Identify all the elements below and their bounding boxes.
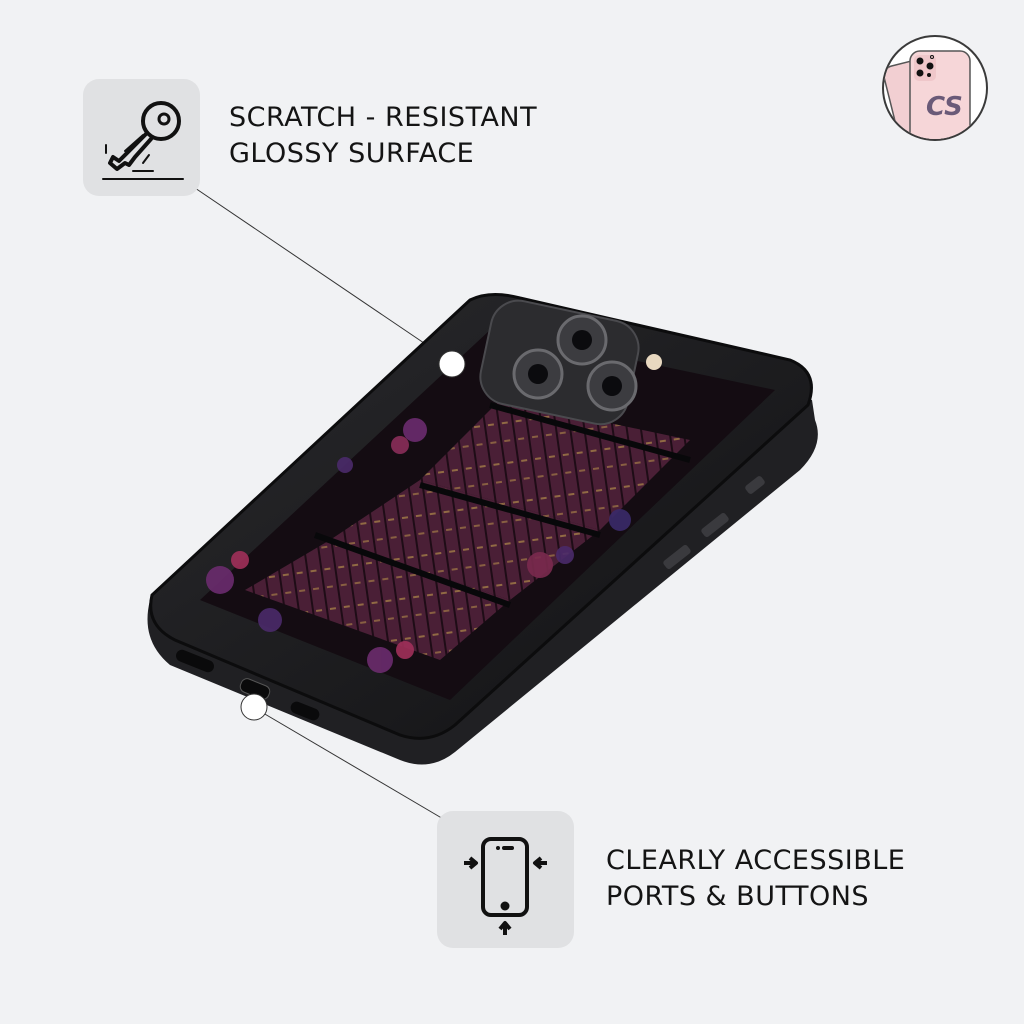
- brand-logo-badge: CS: [882, 35, 988, 141]
- feature-line: PORTS & BUTTONS: [606, 881, 870, 912]
- scratch-resistant-icon-box: [83, 79, 200, 196]
- scratch-resistant-label: SCRATCH - RESISTANT GLOSSY SURFACE: [229, 100, 537, 172]
- svg-text:CS: CS: [926, 92, 963, 122]
- ports-buttons-label: CLEARLY ACCESSIBLE PORTS & BUTTONS: [606, 843, 905, 915]
- feature-line: GLOSSY SURFACE: [229, 138, 475, 169]
- camera-lenses: [512, 314, 662, 412]
- key-icon: [102, 101, 184, 180]
- ports-icon-box: [437, 811, 574, 948]
- feature-line: CLEARLY ACCESSIBLE: [606, 845, 906, 876]
- brand-logo-icon: CS: [884, 50, 971, 139]
- feature-line: SCRATCH - RESISTANT: [229, 102, 538, 133]
- phone-ports-icon: [464, 837, 547, 935]
- callout-dot-ports: [240, 693, 268, 721]
- callout-dot-scratch: [438, 350, 466, 378]
